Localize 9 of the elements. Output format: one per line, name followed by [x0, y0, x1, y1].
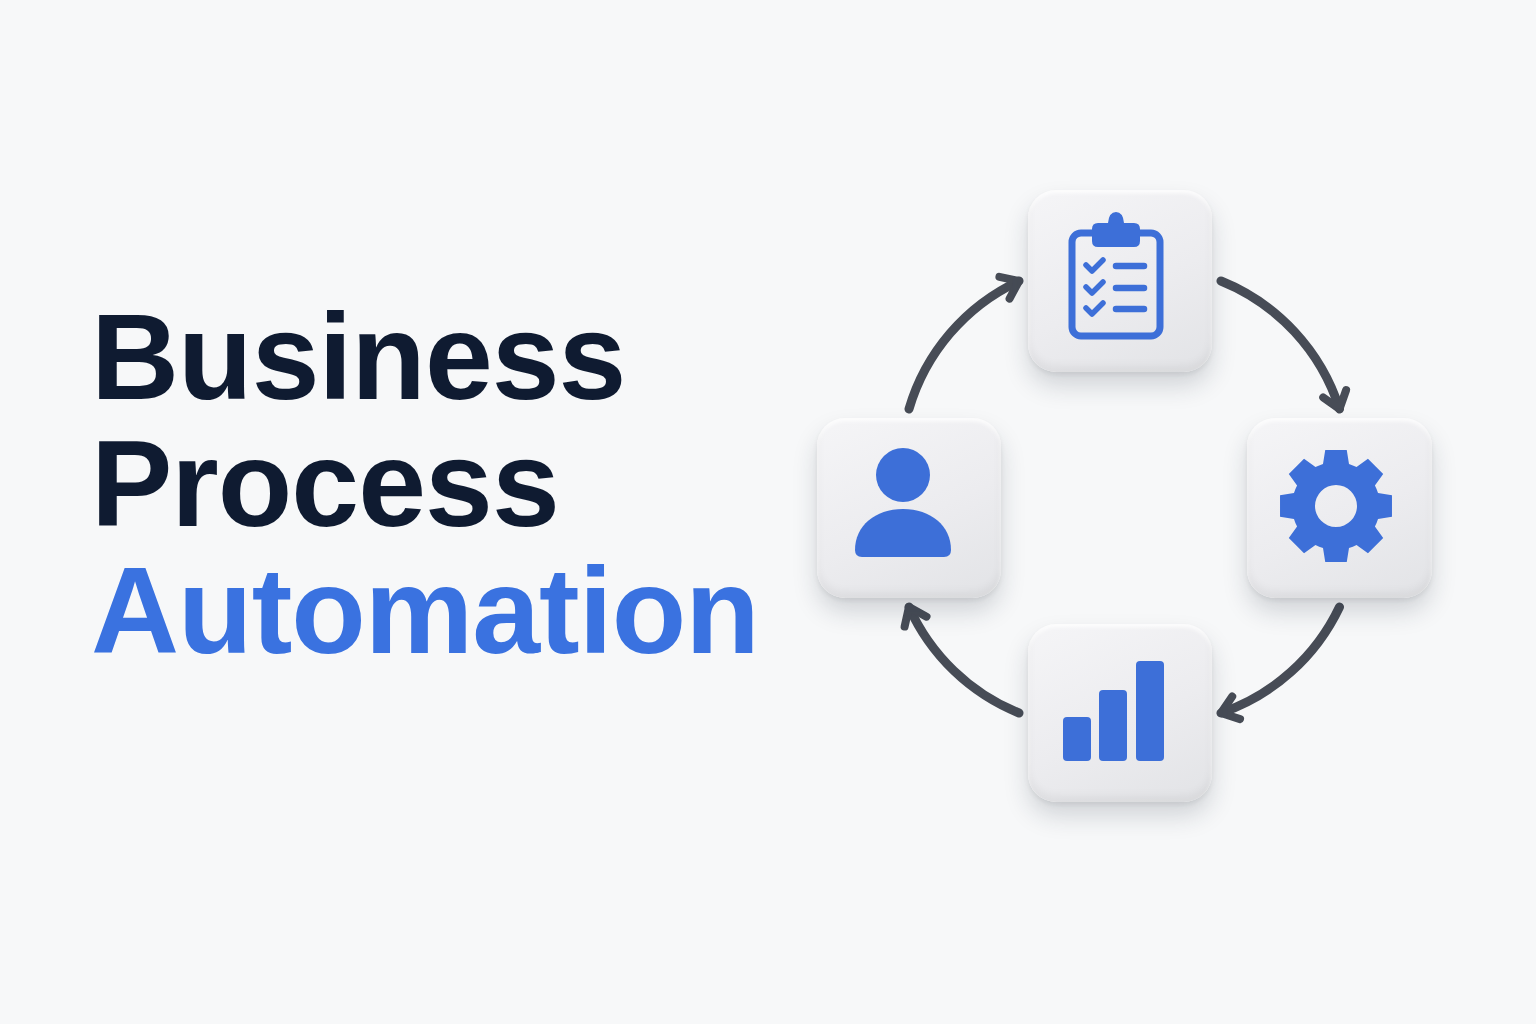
curved-arrow [1216, 602, 1344, 723]
process-tile [1247, 418, 1432, 598]
curved-arrow [904, 274, 1024, 414]
process-tile [817, 418, 1001, 598]
process-tile [1028, 624, 1212, 802]
process-tile [1028, 190, 1212, 372]
curved-arrow [901, 602, 1024, 718]
title-heading: Business Process Automation [91, 294, 760, 675]
curved-arrow [1216, 276, 1349, 414]
